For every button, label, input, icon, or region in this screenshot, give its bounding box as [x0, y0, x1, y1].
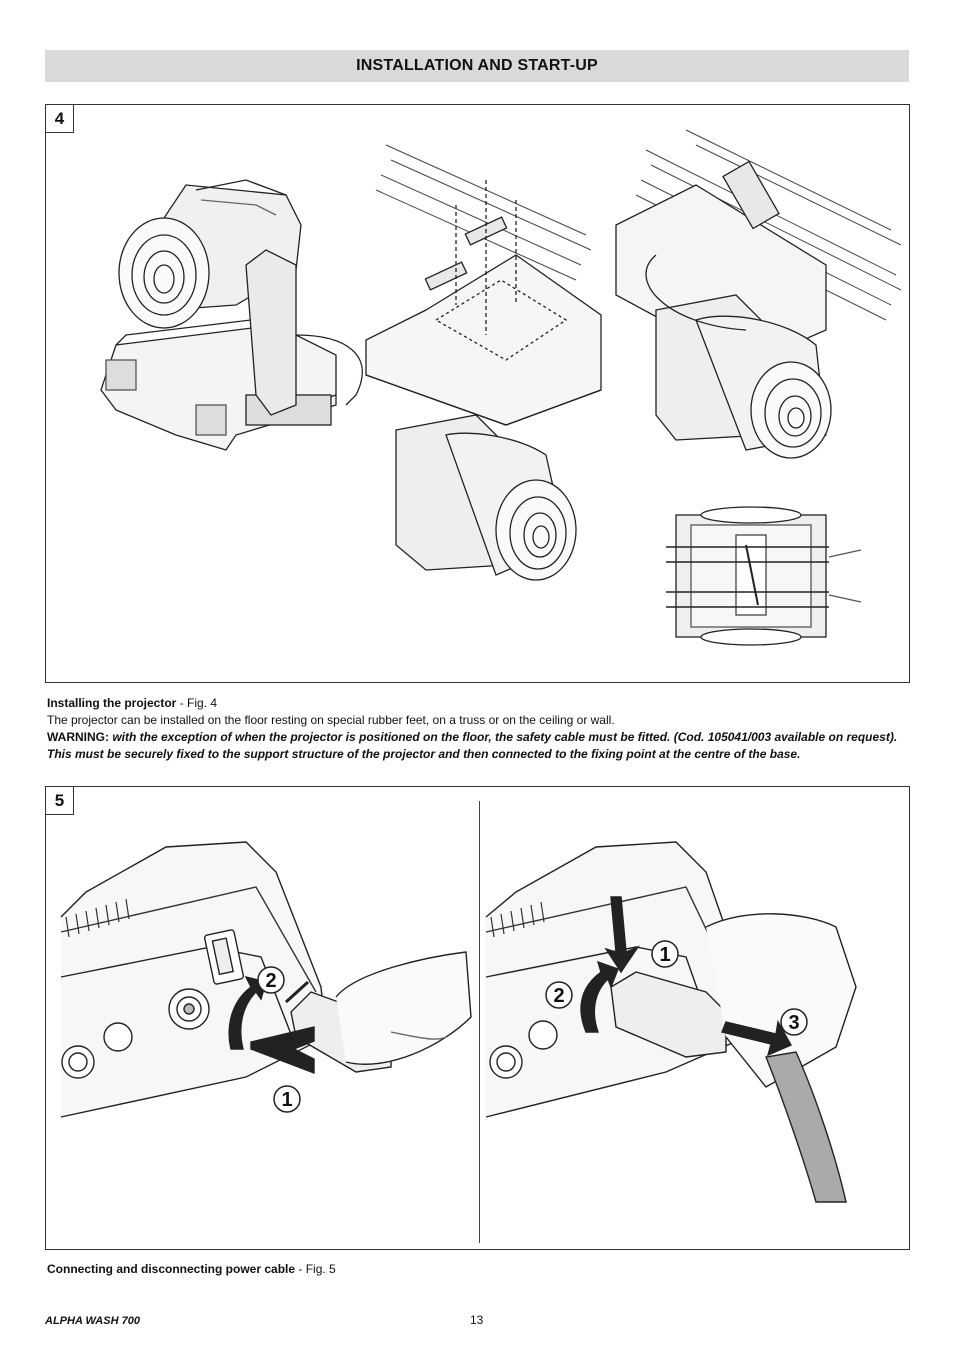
bracket-projector-drawing: [365, 180, 602, 581]
footer-page-number: 13: [470, 1313, 484, 1327]
figure-4-frame: 4: [45, 104, 910, 683]
installing-caption: Installing the projector - Fig. 4 The pr…: [47, 695, 907, 763]
right-callout-1-text: 1: [659, 944, 670, 966]
disconnect-panel-drawing: [485, 841, 857, 1203]
right-callout-2: 2: [545, 981, 573, 1009]
figure-4-illustration: [100, 129, 902, 646]
section-title: INSTALLATION AND START-UP: [356, 57, 598, 74]
figure-5-frame: 5: [45, 786, 910, 1250]
push-arrow-icon: [250, 1026, 315, 1075]
truss-lines-middle: [375, 144, 592, 281]
right-callout-2-text: 2: [553, 985, 564, 1007]
section-header: INSTALLATION AND START-UP: [45, 50, 909, 82]
figure-4-badge: 4: [46, 105, 74, 133]
figure-5-illustration: 2 1 1: [60, 841, 857, 1203]
left-callout-1-text: 1: [281, 1089, 292, 1111]
right-callout-3-text: 3: [788, 1012, 799, 1034]
installing-heading: Installing the projector - Fig. 4: [47, 695, 907, 712]
installing-warning: WARNING: with the exception of when the …: [47, 729, 907, 763]
connecting-title: Connecting and disconnecting power cable: [47, 1262, 296, 1276]
installing-fig-ref: - Fig. 4: [176, 696, 218, 710]
left-callout-2-text: 2: [265, 970, 276, 992]
figure-5-divider: [479, 801, 480, 1243]
pull-arrow-icon: [721, 1019, 792, 1057]
left-callout-2: 2: [257, 966, 285, 994]
installing-body: The projector can be installed on the fl…: [47, 713, 615, 727]
connecting-caption: Connecting and disconnecting power cable…: [47, 1262, 336, 1276]
press-arrow-icon: [604, 896, 640, 974]
unlock-rotate-arrow-icon: [580, 960, 619, 1033]
right-callout-3: 3: [780, 1008, 808, 1036]
truss-projector-drawing: [615, 160, 832, 459]
footer-product-name: ALPHA WASH 700: [45, 1315, 140, 1327]
warning-label: WARNING:: [47, 730, 109, 744]
base-bottom-view-drawing: [666, 506, 862, 646]
connecting-fig-ref: - Fig. 5: [295, 1262, 336, 1276]
right-callout-1: 1: [651, 940, 679, 968]
installing-title: Installing the projector: [47, 696, 177, 710]
left-callout-1: 1: [273, 1085, 301, 1113]
warning-text: with the exception of when the projector…: [47, 730, 898, 761]
floor-projector-drawing: [100, 179, 363, 451]
figure-5-badge: 5: [46, 787, 74, 815]
